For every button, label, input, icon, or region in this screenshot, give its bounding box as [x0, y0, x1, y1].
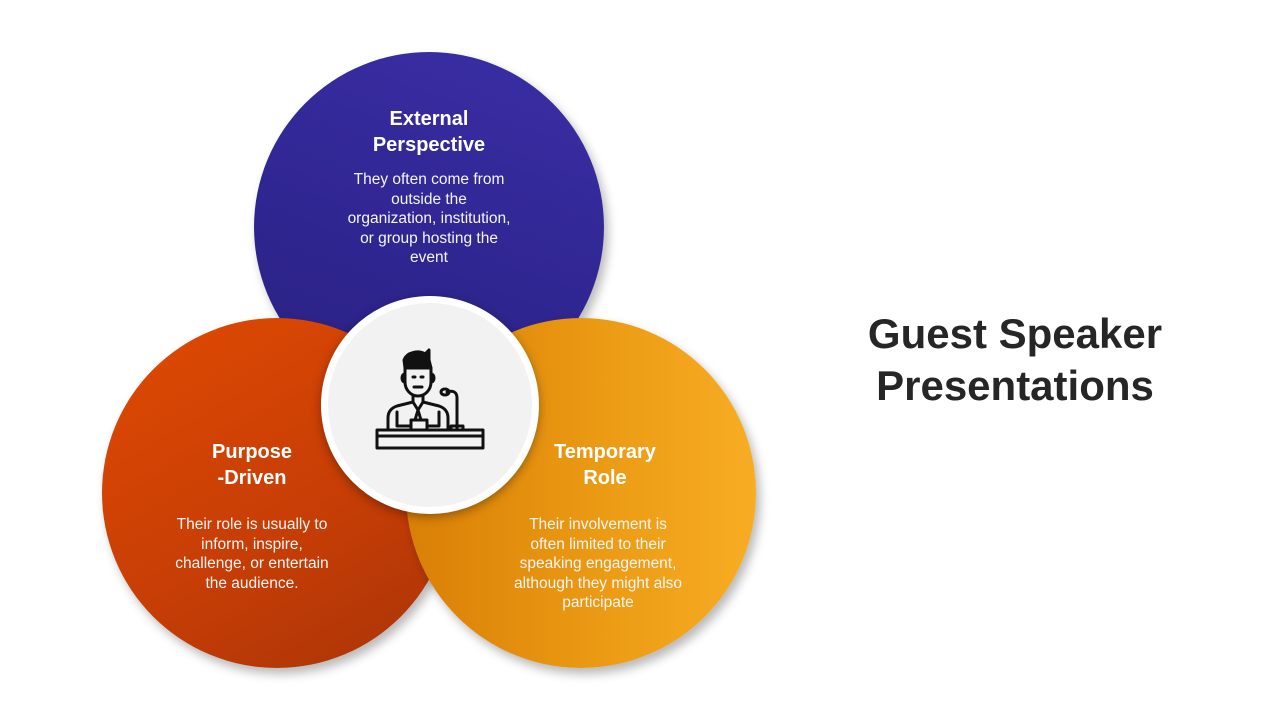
center-disc	[321, 296, 539, 514]
desc-line: although they might also	[513, 574, 683, 592]
desc-line: Their involvement is	[529, 516, 667, 533]
desc-line: Their role is usually to	[176, 516, 328, 533]
desc-line: often limited to their	[530, 535, 666, 553]
desc-line: the audience.	[205, 574, 299, 592]
desc-line: outside the	[391, 190, 467, 208]
external-perspective-title: External Perspective	[329, 106, 529, 158]
desc-line: They often come from	[353, 171, 505, 188]
temporary-role-description: Their involvement is often limited to th…	[488, 515, 708, 613]
purpose-driven-description: Their role is usually to inform, inspire…	[147, 515, 357, 593]
desc-line: speaking engagement,	[519, 555, 677, 572]
temporary-role-title: Temporary Role	[505, 439, 705, 491]
title-line: Role	[583, 467, 627, 489]
desc-line: participate	[562, 594, 634, 611]
page-title-line: Presentations	[876, 362, 1154, 409]
purpose-driven-title: Purpose -Driven	[152, 439, 352, 491]
page-title: Guest Speaker Presentations	[820, 308, 1210, 412]
external-perspective-description: They often come from outside the organiz…	[319, 170, 539, 268]
desc-line: inform, inspire,	[201, 535, 303, 553]
title-line: -Driven	[217, 467, 287, 489]
title-line: Purpose	[211, 441, 293, 463]
desc-line: organization, institution,	[347, 210, 511, 227]
desc-line: event	[410, 249, 448, 266]
desc-line: or group hosting the	[360, 229, 498, 247]
speaker-at-podium-icon	[375, 348, 485, 450]
desc-line: challenge, or entertain	[175, 555, 329, 572]
title-line: Temporary	[554, 441, 656, 463]
page-title-line: Guest Speaker	[867, 310, 1163, 357]
title-line: External	[389, 108, 469, 130]
title-line: Perspective	[372, 134, 486, 156]
